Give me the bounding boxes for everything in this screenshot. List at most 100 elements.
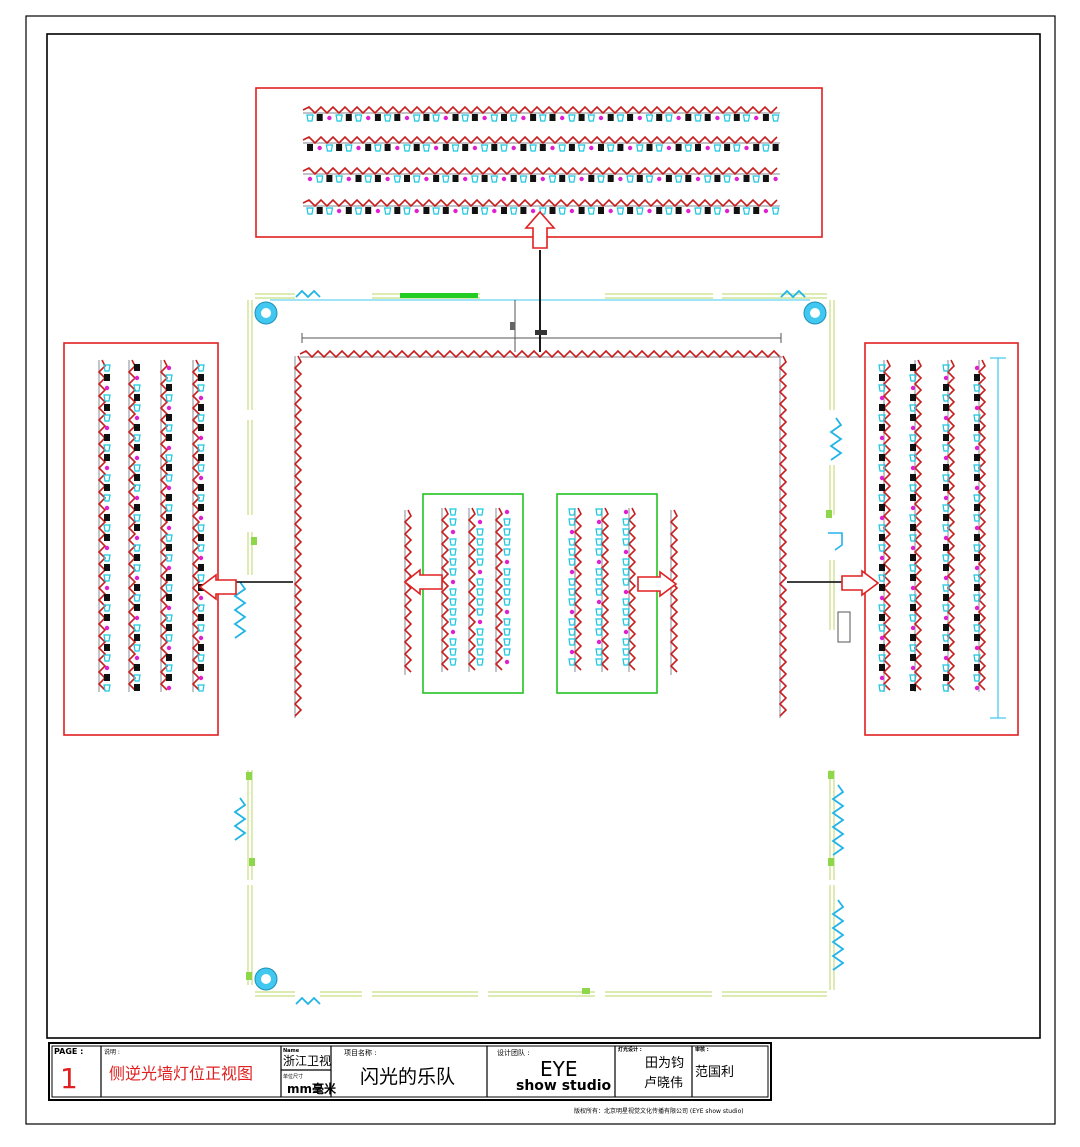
fixture-dark <box>510 175 517 182</box>
unit-value: mm毫米 <box>287 1081 337 1096</box>
fixture-cyan <box>909 374 917 382</box>
description-label: 说明 : <box>104 1048 120 1056</box>
fixture-cyan <box>449 558 457 566</box>
fixture-magenta <box>623 549 629 555</box>
fixture-magenta <box>579 176 584 182</box>
fixture-magenta <box>974 685 980 691</box>
fixture-dark <box>685 114 692 121</box>
fixture-magenta <box>569 208 575 214</box>
fixture-cyan <box>165 394 173 402</box>
fixture-cyan <box>529 144 537 152</box>
fixture-cyan <box>103 654 111 662</box>
fixture-dark <box>879 424 885 431</box>
fixture-magenta <box>463 176 468 182</box>
fixture-magenta <box>198 555 204 561</box>
center-right-truss-column <box>627 507 637 672</box>
fixture-cyan <box>412 114 421 122</box>
fixture-cyan <box>197 624 205 632</box>
fixture-magenta <box>879 515 885 521</box>
fixture-cyan <box>133 594 141 602</box>
fixture-dark <box>198 374 204 381</box>
fixture-magenta <box>346 176 351 182</box>
stage-wall-outline <box>247 293 835 997</box>
fixture-cyan <box>878 364 886 372</box>
fixture-cyan <box>165 664 173 672</box>
fixture-cyan <box>909 644 917 652</box>
fixture-cyan <box>909 404 917 412</box>
fixture-magenta <box>608 208 613 214</box>
fixture-cyan <box>595 588 603 596</box>
fixture-dark <box>910 654 916 661</box>
project-label: 项目名称 : <box>344 1048 377 1057</box>
fixture-magenta <box>623 509 629 515</box>
fixture-cyan <box>354 114 363 122</box>
fixture-cyan <box>909 564 917 572</box>
fixture-cyan <box>476 528 484 536</box>
fixture-magenta <box>450 529 456 535</box>
green-led-strip <box>400 293 478 298</box>
fixture-dark <box>462 144 469 151</box>
fixture-dark <box>355 175 362 182</box>
fixture-dark <box>374 114 381 121</box>
fixture-dark <box>627 114 634 121</box>
fixture-cyan <box>103 394 111 402</box>
fixture-magenta <box>166 685 172 691</box>
fixture-magenta <box>550 145 555 151</box>
fixture-cyan <box>909 534 917 542</box>
fixture-magenta <box>943 375 949 381</box>
fixture-cyan <box>449 598 457 606</box>
fixture-dark <box>520 207 527 214</box>
fixture-magenta <box>910 545 916 551</box>
fixture-magenta <box>910 625 916 631</box>
fixture-dark <box>104 534 110 541</box>
fixture-cyan <box>500 144 508 152</box>
main-truss-left <box>293 355 303 718</box>
fixture-cyan <box>655 144 663 152</box>
fixture-magenta <box>504 559 510 565</box>
fixture-cyan <box>595 568 603 576</box>
fixture-dark <box>879 374 885 381</box>
fixture-cyan <box>503 568 511 576</box>
fixture-cyan <box>713 207 722 215</box>
fixture-dark <box>607 114 614 121</box>
fixture-dark <box>336 144 343 151</box>
fixture-magenta <box>598 115 604 121</box>
fixture-dark <box>166 594 172 601</box>
fixture-dark <box>520 144 527 151</box>
fixture-dark <box>910 554 916 561</box>
fixture-dark <box>104 594 110 601</box>
fixture-dark <box>974 504 980 511</box>
fixture-dark <box>198 644 204 651</box>
fixture-dark <box>910 574 916 581</box>
fixture-dark <box>539 144 546 151</box>
fixture-magenta <box>974 405 980 411</box>
fixture-cyan <box>197 604 205 612</box>
wave-light-icon <box>233 581 247 639</box>
wave-light-icon <box>829 417 843 461</box>
fixture-dark <box>910 474 916 481</box>
fixture-dark <box>404 175 410 182</box>
fixture-dark <box>943 464 949 471</box>
fixture-cyan <box>503 618 511 626</box>
fixture-cyan <box>622 578 630 586</box>
team-logo-studio: show studio <box>516 1078 612 1094</box>
fixture-cyan <box>595 508 603 516</box>
drawing-frame <box>46 33 1041 1039</box>
spotlight-icon <box>803 301 827 325</box>
fixture-cyan <box>133 484 141 492</box>
fixture-cyan <box>909 594 917 602</box>
arrow-right-icon <box>841 569 880 597</box>
fixture-dark <box>166 414 172 421</box>
fixture-dark <box>104 454 110 461</box>
fixture-cyan <box>103 474 111 482</box>
fixture-dark <box>943 564 949 571</box>
fixture-cyan <box>133 644 141 652</box>
fixture-cyan <box>103 574 111 582</box>
fixture-cyan <box>103 684 111 692</box>
fixture-magenta <box>734 176 739 182</box>
fixture-dark <box>665 175 672 182</box>
fixture-cyan <box>622 598 630 606</box>
fixture-dark <box>530 175 537 182</box>
fixture-cyan <box>752 175 760 183</box>
